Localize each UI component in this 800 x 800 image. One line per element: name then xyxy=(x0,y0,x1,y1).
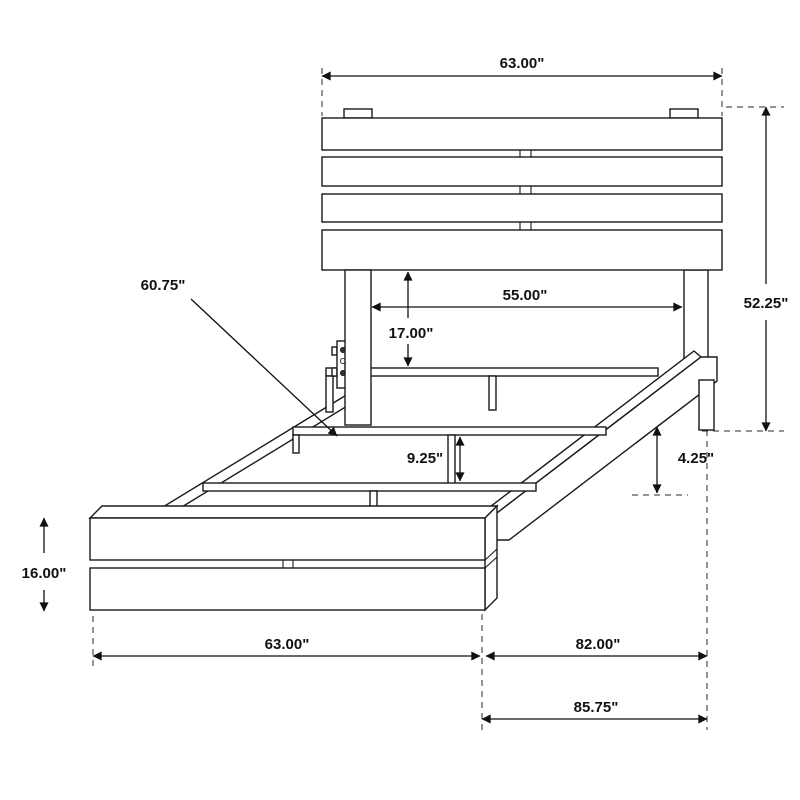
dim-overall-length: 85.75" xyxy=(481,699,708,724)
dim-footboard-width: 63.00" xyxy=(92,614,483,730)
footboard-plank-connectors xyxy=(282,560,294,568)
headboard-plank-4 xyxy=(321,229,723,271)
footboard-side-gap-line-1 xyxy=(484,548,498,561)
dim-label-rail-board-height: 4.25" xyxy=(678,450,714,467)
dim-label-headboard-to-slat: 17.00" xyxy=(389,325,434,342)
dim-inner-width: 55.00" xyxy=(371,287,683,312)
dim-label-footboard-height: 16.00" xyxy=(22,565,67,582)
dim-label-side-rail-length: 60.75" xyxy=(141,277,186,294)
dim-side-rail-length: 60.75" xyxy=(141,277,338,437)
footboard-side-gap-line-2 xyxy=(484,556,498,569)
dim-headboard-to-slat: 17.00" xyxy=(389,271,434,367)
slat-rail-1-end-bracket xyxy=(325,375,334,413)
headboard-post-left xyxy=(344,269,372,426)
dim-label-headboard-height: 52.25" xyxy=(744,295,789,312)
headboard-tab-left xyxy=(343,108,373,119)
footboard xyxy=(88,504,499,612)
slat-system xyxy=(202,367,659,520)
dim-frame-length: 82.00" xyxy=(485,430,708,730)
bracket-hook-top xyxy=(331,346,338,356)
dim-footboard-height: 16.00" xyxy=(22,517,67,612)
dim-headboard-width: 63.00" xyxy=(321,55,723,116)
leader-line xyxy=(190,298,338,437)
headboard-post-right-foot xyxy=(698,379,715,431)
slat-rail-1-support-leg xyxy=(488,375,497,411)
headboard-plank-connectors xyxy=(519,150,532,230)
footboard-plank-2 xyxy=(89,567,486,611)
dim-label-inner-width: 55.00" xyxy=(503,287,548,304)
dim-label-headboard-width: 63.00" xyxy=(500,55,545,72)
slat-rail-2 xyxy=(292,426,607,436)
dim-headboard-height: 52.25" xyxy=(702,106,789,432)
footboard-plank-1 xyxy=(89,517,486,561)
dim-label-footboard-width: 63.00" xyxy=(265,636,310,653)
dim-label-frame-length: 82.00" xyxy=(576,636,621,653)
headboard-plank-1 xyxy=(321,117,723,151)
headboard xyxy=(321,108,723,426)
dim-label-overall-length: 85.75" xyxy=(574,699,619,716)
bracket-hook-bottom xyxy=(331,367,338,377)
slat-rail-3 xyxy=(202,482,537,492)
headboard-plank-3 xyxy=(321,193,723,223)
dim-label-support-leg-height: 9.25" xyxy=(407,450,443,467)
headboard-plank-2 xyxy=(321,156,723,187)
dim-rail-board-height: 4.25" xyxy=(632,426,714,496)
slat-rail-1 xyxy=(325,367,659,377)
headboard-tab-right xyxy=(669,108,699,119)
slat-rail-2-end-bracket xyxy=(292,434,300,454)
dim-support-leg-height: 9.25" xyxy=(407,436,465,482)
headboard-post-right xyxy=(683,269,709,359)
footboard-top-face xyxy=(88,505,499,519)
slat-rail-2-support-leg xyxy=(447,434,456,488)
